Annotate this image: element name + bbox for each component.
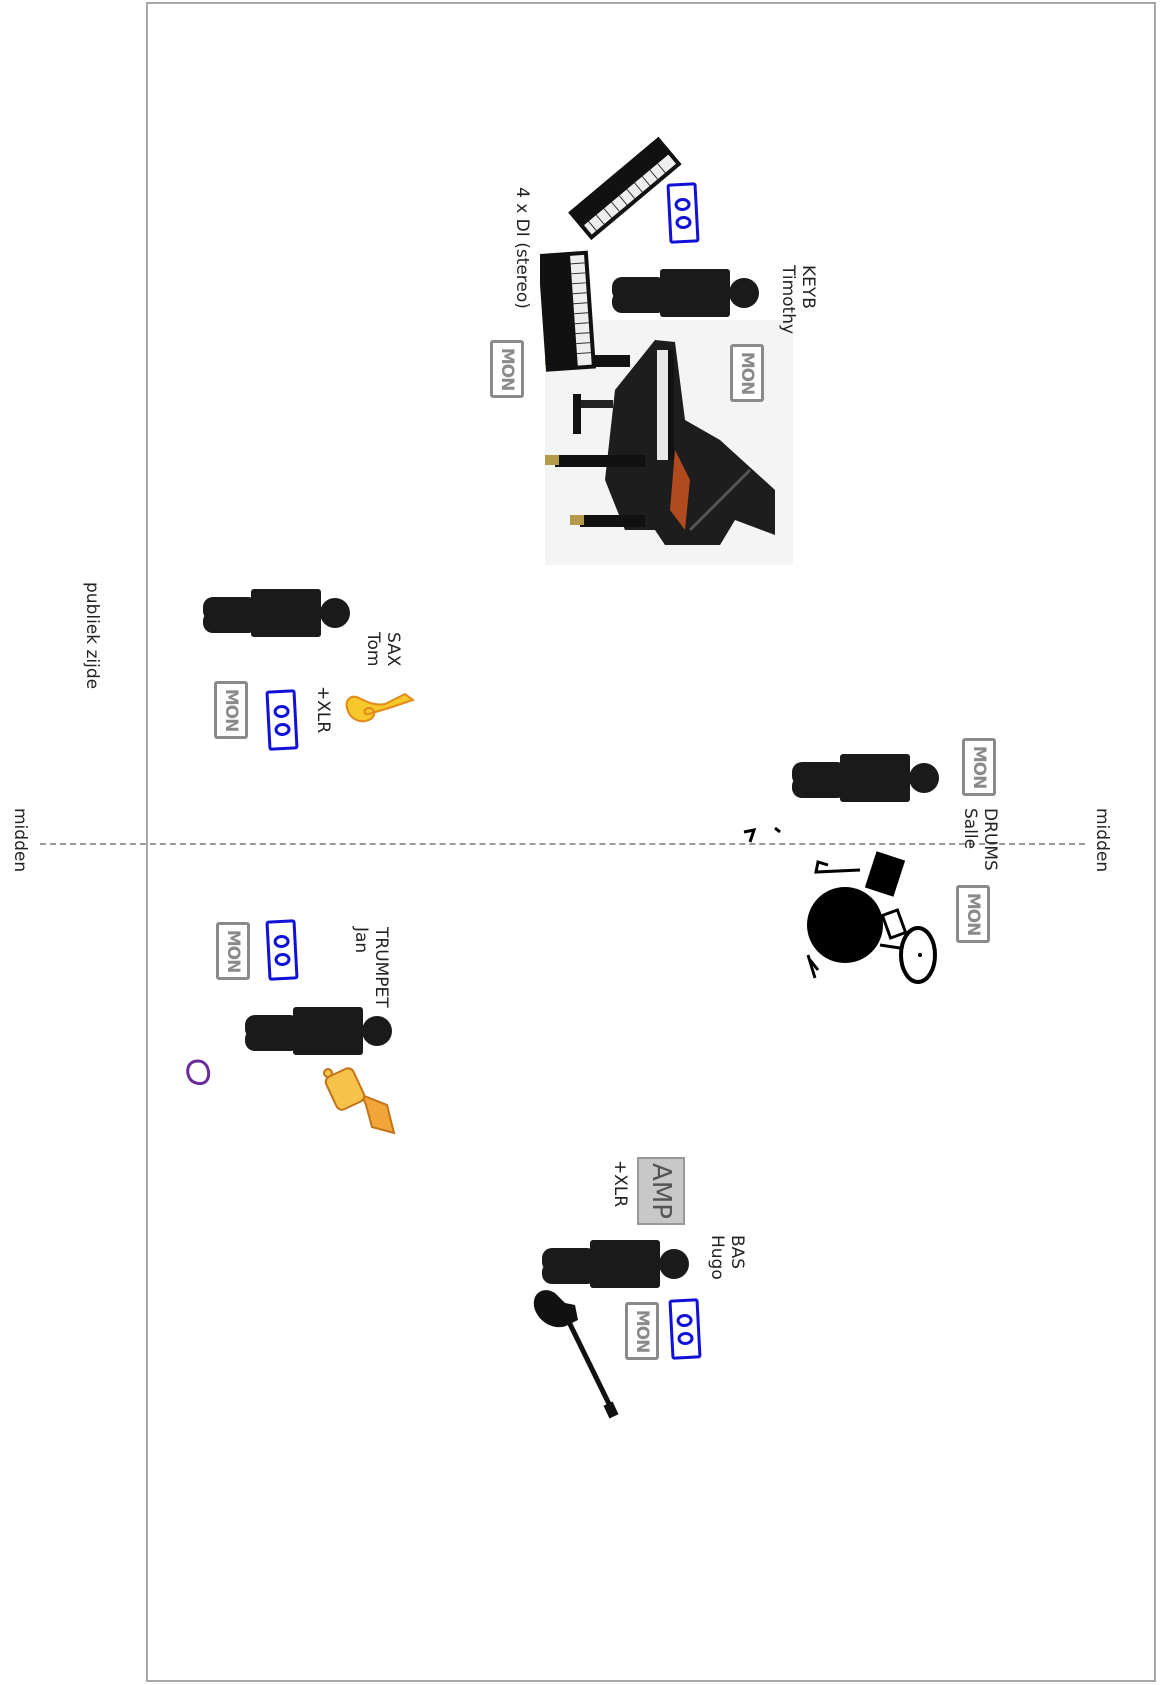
di-box-icon xyxy=(265,919,298,980)
drum-kit-icon xyxy=(740,820,940,990)
sax-name: Tom xyxy=(363,632,383,666)
mic-stand-icon xyxy=(183,1058,213,1088)
amp-icon: AMP xyxy=(637,1157,685,1225)
di-note-label: 4 x DI (stereo) xyxy=(512,187,532,309)
trumpet-name: Jan xyxy=(351,927,371,953)
monitor-wedge-icon: MON xyxy=(216,922,250,980)
stage-border xyxy=(146,2,1156,1682)
midden-label-right: midden xyxy=(1092,808,1112,872)
person-icon xyxy=(542,1238,690,1290)
keyb-role: KEYB xyxy=(798,265,818,309)
bas-label: BAS Hugo xyxy=(707,1235,747,1280)
bass-guitar-icon xyxy=(530,1285,620,1420)
audience-side-label: publiek zijde xyxy=(82,582,102,689)
sax-role: SAX xyxy=(383,632,403,666)
monitor-wedge-icon: MON xyxy=(214,681,248,739)
bas-role: BAS xyxy=(727,1235,747,1269)
person-icon xyxy=(792,752,940,804)
saxophone-icon xyxy=(345,692,415,728)
drums-name: Salle xyxy=(960,808,980,849)
person-icon xyxy=(245,1005,393,1057)
keyboard-icon xyxy=(540,250,600,375)
trumpet-label: TRUMPET Jan xyxy=(351,927,391,1008)
bas-xlr-label: +XLR xyxy=(610,1160,630,1207)
monitor-wedge-icon: MON xyxy=(956,885,990,943)
monitor-wedge-icon: MON xyxy=(962,738,996,796)
trumpet-icon xyxy=(322,1065,397,1135)
sax-label: SAX Tom xyxy=(363,632,403,666)
sax-xlr-label: +XLR xyxy=(313,686,333,733)
monitor-wedge-icon: MON xyxy=(730,344,764,402)
keyb-name: Timothy xyxy=(778,265,798,334)
person-icon xyxy=(203,587,351,639)
keyb-label: KEYB Timothy xyxy=(778,265,818,334)
midden-label-left: midden xyxy=(10,808,30,872)
drums-role: DRUMS xyxy=(980,808,1000,871)
di-box-icon xyxy=(666,182,699,243)
monitor-wedge-icon: MON xyxy=(625,1302,659,1360)
di-box-icon xyxy=(265,689,298,750)
monitor-wedge-icon: MON xyxy=(490,340,524,398)
di-box-icon xyxy=(668,1298,701,1359)
person-icon xyxy=(612,267,760,319)
trumpet-role: TRUMPET xyxy=(371,927,391,1008)
bas-name: Hugo xyxy=(707,1235,727,1280)
drums-label: DRUMS Salle xyxy=(960,808,1000,871)
